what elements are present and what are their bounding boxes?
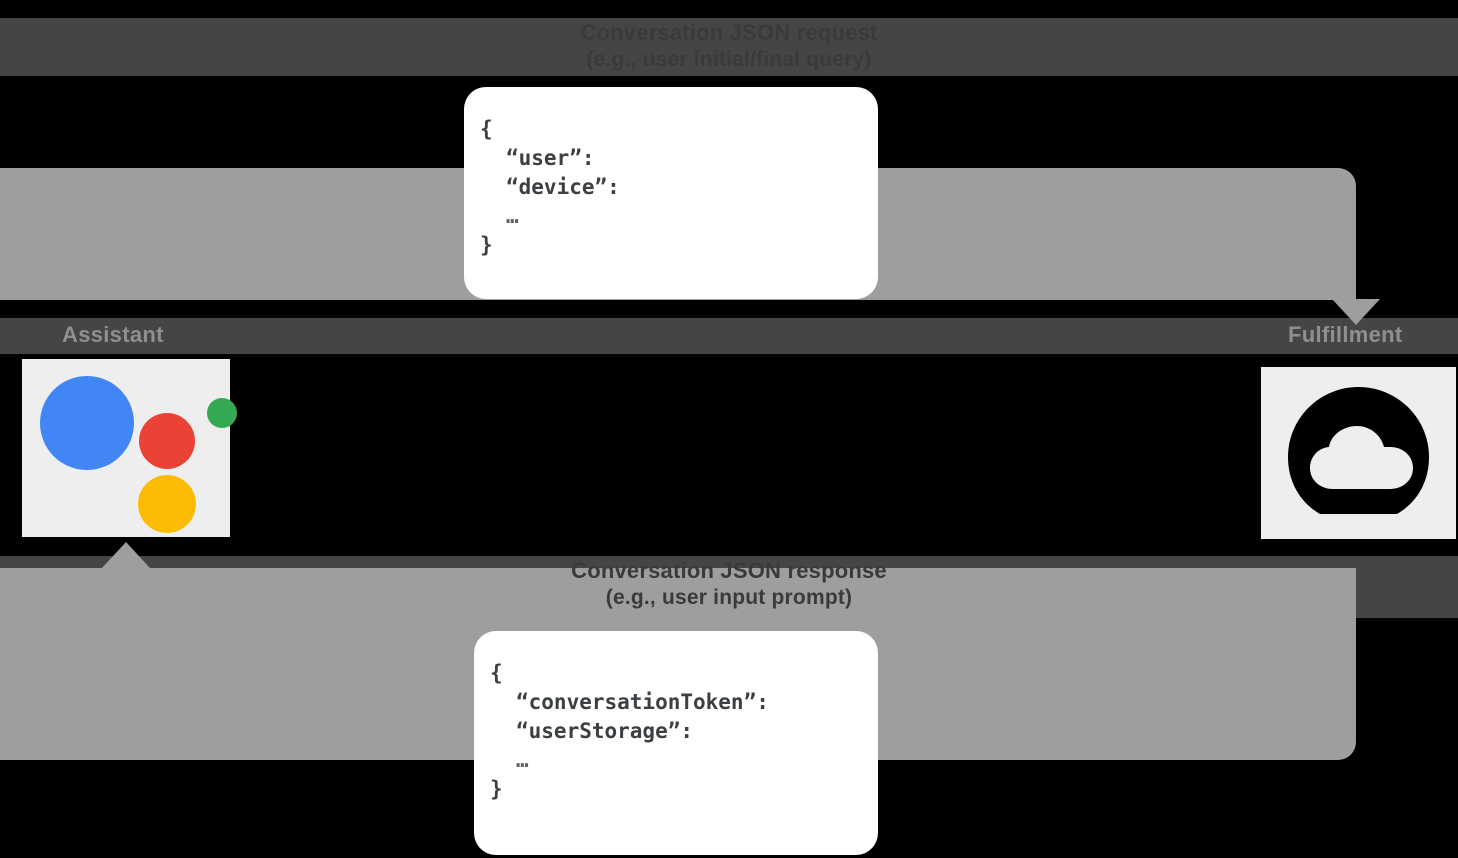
json-ellipsis: … (516, 748, 531, 772)
fulfillment-label: Fulfillment (1288, 322, 1403, 347)
json-key-user-storage: “userStorage”: (516, 719, 694, 743)
google-cloud-icon (1261, 367, 1456, 539)
json-close-brace: } (480, 233, 493, 257)
assistant-blue-dot-icon (40, 376, 134, 470)
json-open-brace: { (490, 661, 503, 685)
json-key-device: “device”: (506, 175, 620, 199)
json-ellipsis: … (506, 204, 521, 228)
assistant-red-dot-icon (139, 413, 195, 469)
request-label-band (0, 18, 1458, 76)
assistant-yellow-dot-icon (138, 475, 196, 533)
response-json-card: { “conversationToken”: “userStorage”: … … (474, 631, 878, 855)
json-close-brace: } (490, 777, 503, 801)
request-json-card: { “user”: “device”: … } (464, 87, 878, 299)
assistant-label: Assistant (62, 322, 164, 347)
cloud-mark-icon (1288, 387, 1429, 514)
json-key-user: “user”: (506, 146, 595, 170)
actor-label-band (0, 318, 1458, 354)
json-open-brace: { (480, 117, 493, 141)
json-key-conversation-token: “conversationToken”: (516, 690, 769, 714)
request-arrow-head-icon (1332, 299, 1380, 325)
google-assistant-icon (22, 359, 237, 537)
assistant-green-dot-icon (207, 398, 237, 428)
response-arrow-head-icon (102, 542, 150, 568)
